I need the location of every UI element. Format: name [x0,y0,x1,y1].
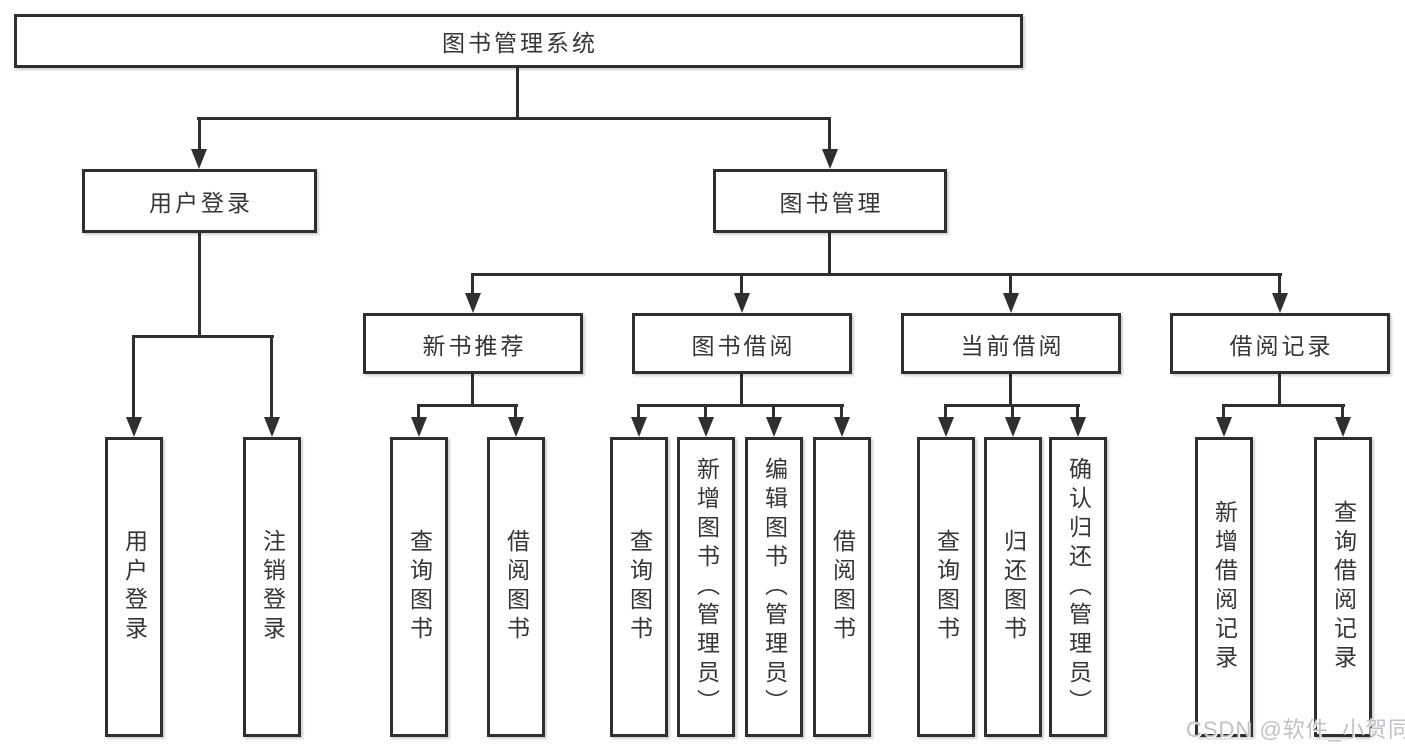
node-label: 图书管理 [779,190,884,216]
connector-line [270,337,273,419]
arrowhead-down-icon [1272,293,1288,313]
connector-line [1222,405,1225,419]
connector-line [637,404,844,407]
arrowhead-down-icon [411,417,427,437]
connector-line [132,335,274,338]
leaf-edit-books-admin: 编辑图书（管理员） [745,437,803,737]
node-label: 归还图书 [1000,529,1027,645]
arrowhead-down-icon [1003,293,1019,313]
node-label: 图书借阅 [691,332,796,359]
node-book-borrowing: 图书借阅 [632,313,852,374]
connector-line [514,405,517,419]
node-label: 用户登录 [121,529,148,645]
leaf-logout: 注销登录 [243,437,301,737]
connector-line [740,275,743,295]
connector-line [828,118,831,151]
connector-line [471,275,474,295]
arrowhead-down-icon [126,417,142,437]
connector-line [471,374,474,406]
node-label: 新增借阅记录 [1211,500,1238,674]
leaf-borrow-books-recommend: 借阅图书 [487,437,545,737]
connector-line [704,405,707,419]
leaf-add-books-admin: 新增图书（管理员） [677,437,735,737]
connector-line [944,405,947,419]
connector-line [1278,275,1281,295]
connector-line [1011,405,1014,419]
node-label: 借阅图书 [503,529,530,645]
node-label: 当前借阅 [960,332,1065,359]
node-label: 借阅图书 [829,529,856,645]
csdn-watermark: CSDN @软件_小贺同学 [1186,717,1405,742]
arrowhead-down-icon [822,149,838,169]
leaf-add-borrow-record: 新增借阅记录 [1195,437,1253,737]
leaf-query-books-recommend: 查询图书 [390,437,448,737]
node-label: 查询图书 [406,529,433,645]
leaf-query-borrow-record: 查询借阅记录 [1314,437,1372,737]
connector-line [198,118,201,151]
connector-line [840,405,843,419]
connector-line [1222,404,1345,407]
arrowhead-down-icon [1005,417,1021,437]
arrowhead-down-icon [465,293,481,313]
connector-line [1076,405,1079,419]
leaf-confirm-return-admin: 确认归还（管理员） [1049,437,1107,737]
connector-line [1009,374,1012,406]
node-label: 查询图书 [626,529,653,645]
arrowhead-down-icon [264,417,280,437]
node-label: 查询借阅记录 [1330,500,1357,674]
node-label: 图书管理系统 [442,30,598,56]
leaf-return-books: 归还图书 [984,437,1042,737]
node-label: 用户登录 [149,190,253,216]
arrowhead-down-icon [834,417,850,437]
node-label: 注销登录 [259,529,286,645]
arrowhead-down-icon [766,417,782,437]
arrowhead-down-icon [631,417,647,437]
connector-line [132,337,135,419]
connector-line [1341,405,1344,419]
connector-line [198,233,201,337]
connector-line [197,117,831,120]
arrowhead-down-icon [1070,417,1086,437]
arrowhead-down-icon [191,149,207,169]
node-label: 编辑图书（管理员） [761,456,788,718]
connector-line [1009,275,1012,295]
arrowhead-down-icon [508,417,524,437]
leaf-borrow-books-borrowing: 借阅图书 [813,437,871,737]
leaf-query-books-current: 查询图书 [917,437,975,737]
node-new-book-recommendation: 新书推荐 [363,313,583,374]
connector-line [417,405,420,419]
connector-line [772,405,775,419]
arrowhead-down-icon [734,293,750,313]
node-current-borrowing: 当前借阅 [901,313,1121,374]
node-label: 借阅记录 [1229,332,1334,359]
node-label: 确认归还（管理员） [1065,456,1092,718]
arrowhead-down-icon [938,417,954,437]
node-borrowing-records: 借阅记录 [1170,313,1390,374]
arrowhead-down-icon [698,417,714,437]
arrowhead-down-icon [1335,417,1351,437]
leaf-query-books-borrowing: 查询图书 [610,437,668,737]
node-label: 新增图书（管理员） [693,456,720,718]
leaf-user-login: 用户登录 [105,437,163,737]
node-user-login: 用户登录 [82,169,317,233]
connector-line [637,405,640,419]
connector-line [516,68,519,120]
connector-line [828,233,831,275]
connector-line [471,273,1282,276]
node-library-management-system: 图书管理系统 [14,14,1023,68]
connector-line [417,404,518,407]
connector-line [740,374,743,406]
node-book-management: 图书管理 [713,169,947,233]
connector-line [1278,374,1281,406]
arrowhead-down-icon [1216,417,1232,437]
node-label: 查询图书 [933,529,960,645]
node-label: 新书推荐 [422,332,527,359]
